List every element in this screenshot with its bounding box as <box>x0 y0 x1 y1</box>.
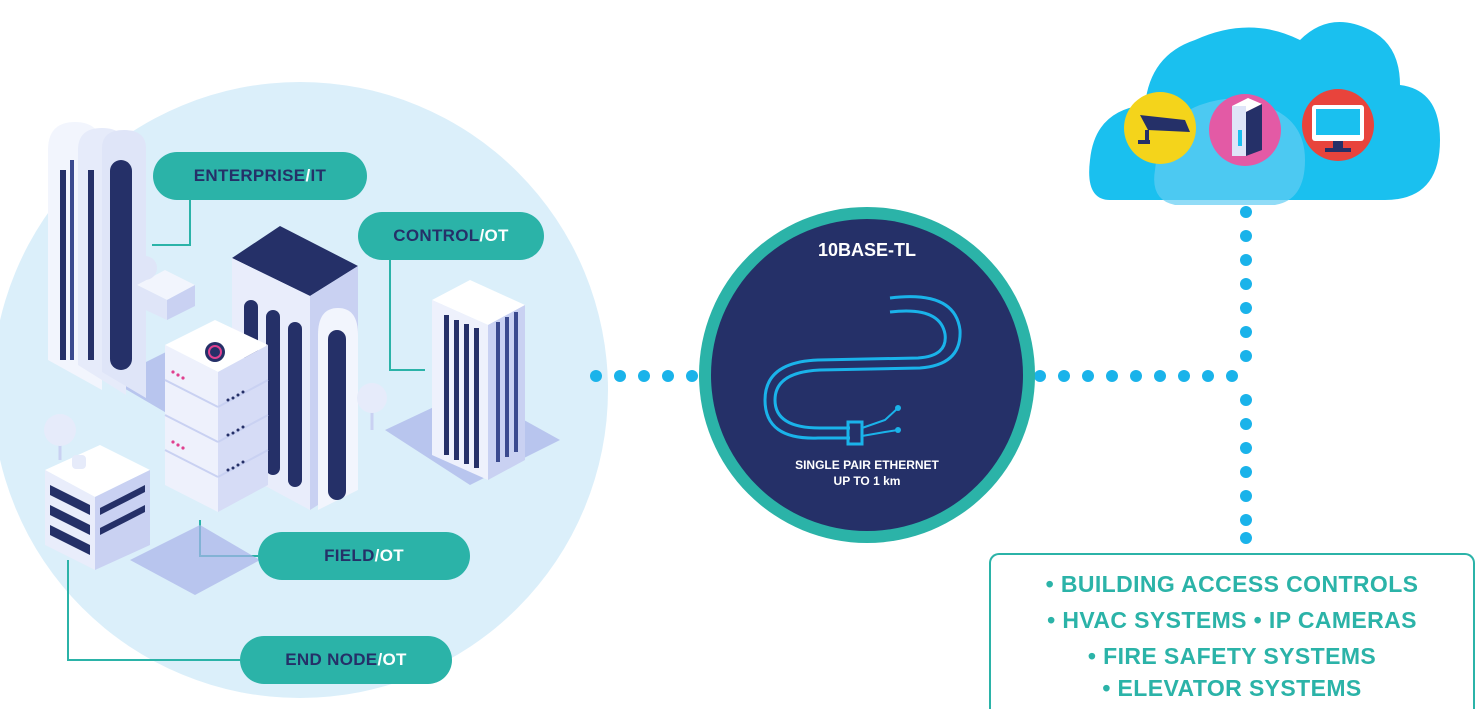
spe-badge <box>699 207 1035 543</box>
pill-separator: / <box>305 166 311 185</box>
end-node-connector <box>67 560 240 661</box>
application-line-3: • FIRE SAFETY SYSTEMS <box>1087 643 1377 669</box>
control-tower <box>432 280 525 480</box>
cloud <box>1089 22 1440 205</box>
connector-plug-icon <box>846 420 864 446</box>
applications-box: • BUILDING ACCESS CONTROLS • HVAC SYSTEM… <box>989 553 1475 709</box>
dotted-links <box>590 206 1252 544</box>
server-tower-icon <box>1209 94 1281 166</box>
application-line-4: • ELEVATOR SYSTEMS <box>1102 675 1362 701</box>
application-line-1: • BUILDING ACCESS CONTROLS <box>1045 571 1419 597</box>
pill-enterprise-name: ENTERPRISE <box>193 166 306 185</box>
trees <box>44 383 387 460</box>
pill-separator: / <box>479 226 485 245</box>
pill-enterprise-suffix: IT <box>310 166 327 185</box>
pill-separator: / <box>374 546 380 565</box>
pill-end-node-name: END NODE <box>285 650 378 669</box>
application-line-2: • HVAC SYSTEMS • IP CAMERAS <box>1047 607 1417 633</box>
badge-line-1: SINGLE PAIR ETHERNET <box>795 458 939 472</box>
badge-line-2: UP TO 1 km <box>833 474 901 488</box>
pill-end-node-suffix: OT <box>382 650 407 669</box>
pill-control-suffix: OT <box>484 226 509 245</box>
arched-building <box>318 308 358 510</box>
enterprise-skyscraper <box>48 122 146 398</box>
end-node-building <box>45 445 150 570</box>
pill-field-name: FIELD <box>324 546 375 565</box>
monitor-icon <box>1302 89 1374 161</box>
enterprise-connector <box>152 200 191 246</box>
security-camera-icon <box>1124 92 1196 164</box>
badge-title: 10BASE-TL <box>817 240 916 260</box>
control-connector <box>389 260 425 371</box>
rooftop-unit <box>133 256 195 320</box>
pill-enterprise-it: ENTERPRISE/IT <box>153 152 367 200</box>
cable-outer-icon <box>773 295 962 430</box>
pill-separator: / <box>377 650 383 669</box>
pill-field-suffix: OT <box>379 546 404 565</box>
pill-control-ot: CONTROL/OT <box>358 212 544 260</box>
pill-control-name: CONTROL <box>393 226 480 245</box>
pill-end-node-ot: END NODE/OT <box>240 636 452 684</box>
server-stack <box>164 320 269 512</box>
pill-field-ot: FIELD/OT <box>258 532 470 580</box>
cable-inner-icon <box>763 309 947 440</box>
